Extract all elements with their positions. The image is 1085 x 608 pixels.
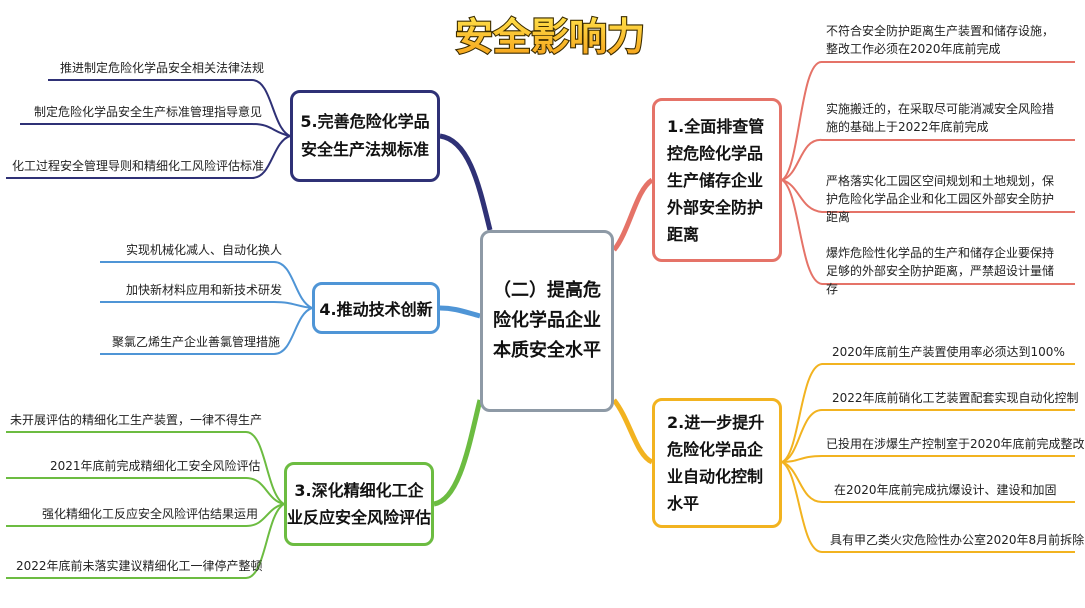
connector-center-b3 [433, 399, 483, 507]
b2-leaf-lines [781, 363, 1075, 553]
b4-leaf-lines [100, 261, 313, 355]
central-topic-label: （二）提高危险化学品企业本质安全水平 [493, 280, 601, 361]
b5-leaf-3[interactable]: 化工过程安全管理导则和精细化工风险评估标准 [12, 159, 265, 173]
b3-leaf-lines [6, 431, 285, 579]
b2-leaf-3[interactable]: 已投用在涉爆生产控制室于2020年底前完成整改 [826, 437, 1085, 451]
connector-center-b4 [439, 305, 481, 319]
branch-2-node[interactable]: 2.进一步提升危险化学品企业自动化控制水平 [652, 398, 782, 528]
connector-center-b5 [439, 133, 493, 231]
branch-4-label: 4.推动技术创新 [319, 300, 433, 319]
branch-2-label: 2.进一步提升危险化学品企业自动化控制水平 [667, 413, 765, 513]
title-text: 安全影响力 [455, 15, 645, 59]
branch-1-label: 1.全面排查管控危险化学品生产储存企业外部安全防护距离 [667, 116, 765, 244]
branch-4-node[interactable]: 4.推动技术创新 [312, 282, 440, 334]
b2-leaf-1[interactable]: 2020年底前生产装置使用率必须达到100% [832, 345, 1065, 359]
b3-leaf-4[interactable]: 2022年底前未落实建议精细化工一律停产整顿 [16, 559, 263, 573]
b1-leaf-3[interactable]: 严格落实化工园区空间规划和土地规划，保护危险化学品企业和化工园区外部安全防护距离 [826, 174, 1055, 224]
branch-3-label: 3.深化精细化工企业反应安全风险评估 [287, 481, 432, 527]
title-logo: 安全影响力 [454, 14, 646, 60]
branch-5-label: 5.完善危险化学品安全生产法规标准 [300, 112, 430, 159]
b4-leaf-1[interactable]: 实现机械化减人、自动化换人 [126, 243, 283, 257]
b1-leaf-1[interactable]: 不符合安全防护距离生产装置和储存设施，整改工作必须在2020年底前完成 [826, 24, 1055, 56]
branch-1-node[interactable]: 1.全面排查管控危险化学品生产储存企业外部安全防护距离 [652, 98, 782, 262]
branch-5-node[interactable]: 5.完善危险化学品安全生产法规标准 [290, 90, 440, 182]
b5-leaf-2[interactable]: 制定危险化学品安全生产标准管理指导意见 [34, 105, 263, 119]
b2-leaf-2[interactable]: 2022年底前硝化工艺装置配套实现自动化控制 [832, 391, 1079, 405]
b3-leaf-2[interactable]: 2021年底前完成精细化工安全风险评估 [50, 459, 261, 473]
connector-center-b2 [611, 398, 654, 465]
connector-center-b1 [611, 177, 654, 252]
b4-leaf-3[interactable]: 聚氯乙烯生产企业善氯管理措施 [112, 335, 281, 349]
b2-leaf-5[interactable]: 具有甲乙类火灾危险性办公室2020年8月前拆除 [830, 533, 1085, 547]
b1-leaf-2[interactable]: 实施搬迁的，在采取尽可能消减安全风险措施的基础上于2022年底前完成 [826, 102, 1055, 134]
central-topic[interactable]: （二）提高危险化学品企业本质安全水平 [480, 230, 614, 412]
b3-leaf-3[interactable]: 强化精细化工反应安全风险评估结果运用 [42, 507, 259, 521]
b1-leaf-lines [781, 60, 1075, 285]
b5-leaf-1[interactable]: 推进制定危险化学品安全相关法律法规 [60, 61, 265, 75]
b4-leaf-2[interactable]: 加快新材料应用和新技术研发 [126, 283, 283, 297]
b1-leaf-4[interactable]: 爆炸危险性化学品的生产和储存企业要保持足够的外部安全防护距离，严禁超设计量储存 [826, 246, 1055, 296]
b2-leaf-4[interactable]: 在2020年底前完成抗爆设计、建设和加固 [834, 483, 1057, 497]
b5-leaf-lines [6, 79, 291, 179]
b3-leaf-1[interactable]: 未开展评估的精细化工生产装置，一律不得生产 [10, 413, 263, 427]
branch-3-node[interactable]: 3.深化精细化工企业反应安全风险评估 [284, 462, 434, 546]
